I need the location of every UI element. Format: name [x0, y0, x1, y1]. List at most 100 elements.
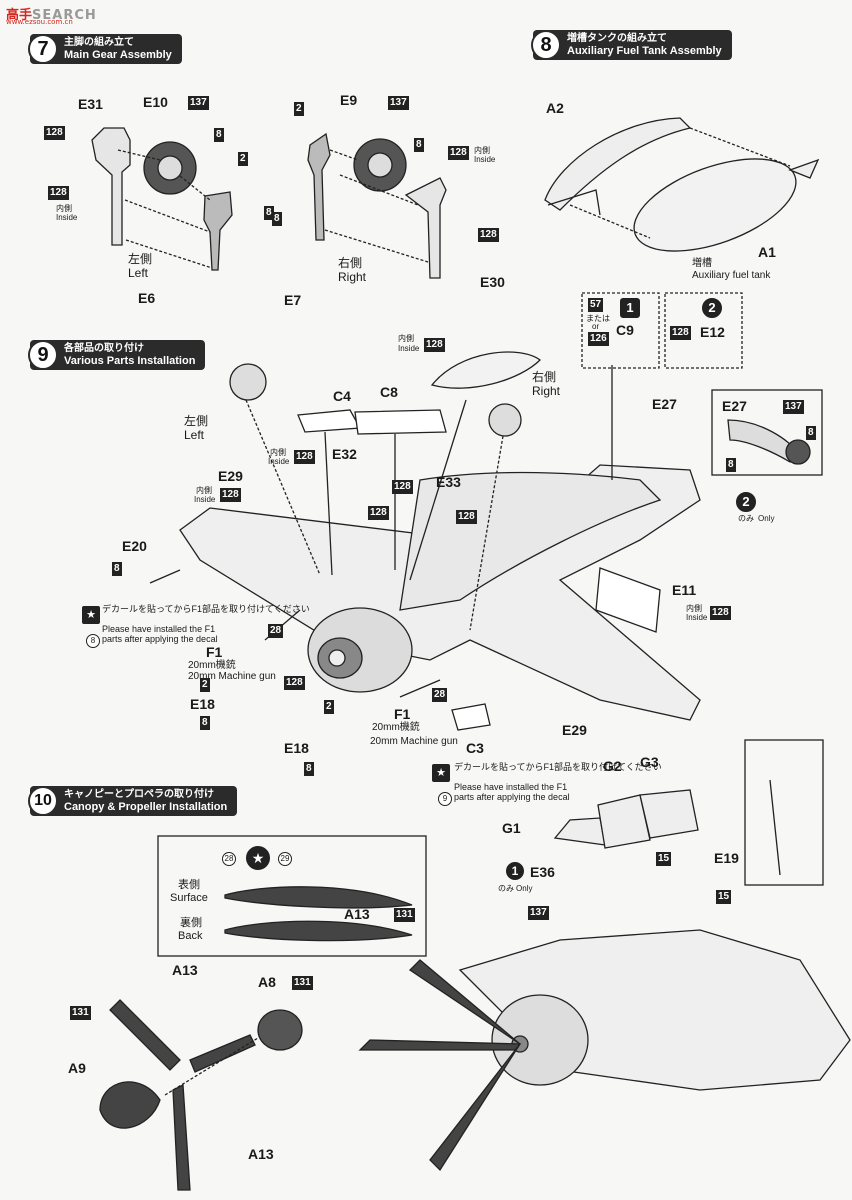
paint-code: 8 — [112, 562, 122, 576]
inside-en: Inside — [194, 495, 216, 504]
step-number: 7 — [28, 34, 58, 64]
paint-code: 28 — [432, 688, 448, 702]
paint-code: 131 — [292, 976, 313, 990]
paint-code: 2 — [324, 700, 334, 714]
part-label: A9 — [68, 1060, 86, 1076]
back-jp: 裏側 — [180, 917, 202, 929]
decal-note-en2: parts after applying the decal — [102, 634, 218, 644]
part-label: A13 — [344, 906, 370, 922]
part-label: E10 — [143, 94, 168, 110]
paint-code: 128 — [424, 338, 445, 352]
part-label: A13 — [172, 962, 198, 978]
paint-code: 137 — [783, 400, 804, 414]
part-label: A8 — [258, 974, 276, 990]
inside-en: Inside — [474, 155, 496, 164]
paint-code: 128 — [294, 450, 315, 464]
paint-code: 8 — [214, 128, 224, 142]
version-badge: 1 — [620, 298, 640, 318]
part-label: C3 — [466, 740, 484, 756]
part-label: C4 — [333, 388, 351, 404]
star-icon: ★ — [82, 606, 100, 624]
paint-code: 128 — [368, 506, 389, 520]
part-label: G1 — [502, 820, 521, 836]
only-jp: のみ — [498, 884, 514, 893]
part-label: C9 — [616, 322, 634, 338]
inside-en: Inside — [398, 344, 420, 353]
paint-code: 15 — [716, 890, 732, 904]
left-en: Left — [184, 428, 205, 442]
paint-code: 128 — [670, 326, 691, 340]
paint-code: 128 — [48, 186, 69, 200]
version-badge: 1 — [506, 862, 524, 880]
only-en: Only — [758, 514, 775, 523]
paint-code: 128 — [448, 146, 469, 160]
paint-code: 8 — [806, 426, 816, 440]
inside-jp: 内側 — [474, 146, 490, 155]
part-label: A2 — [546, 100, 564, 116]
left-en: Left — [128, 266, 149, 280]
inside-en: Inside — [686, 613, 708, 622]
part-label: A13 — [248, 1146, 274, 1162]
star-icon: ★ — [246, 846, 270, 870]
paint-code: 57 — [588, 298, 604, 312]
part-label: E20 — [122, 538, 147, 554]
right-en: Right — [532, 384, 561, 398]
paint-code: 128 — [220, 488, 241, 502]
decal-note-jp: デカールを貼ってからF1部品を取り付けてください — [454, 762, 662, 772]
step-title-en: Main Gear Assembly — [64, 49, 172, 61]
paint-code: 137 — [528, 906, 549, 920]
part-label: E9 — [340, 92, 358, 108]
part-label: F1 — [206, 644, 223, 660]
part-label: E19 — [714, 850, 739, 866]
paint-code: 128 — [44, 126, 65, 140]
step-number: 8 — [531, 30, 561, 60]
paint-code: 128 — [456, 510, 477, 524]
step-title-jp: 主脚の組み立て — [64, 37, 134, 48]
paint-code: 8 — [414, 138, 424, 152]
part-label: E6 — [138, 290, 156, 306]
paint-code: 2 — [200, 678, 210, 692]
mg-jp: 20mm機銃 — [188, 660, 236, 671]
right-en: Right — [338, 270, 367, 284]
paint-code: 128 — [392, 480, 413, 494]
decal-ref: 28 — [222, 852, 236, 866]
paint-code: 8 — [264, 206, 274, 220]
decal-note-en1: Please have installed the F1 — [102, 624, 216, 634]
step-number: 9 — [28, 340, 58, 370]
part-label: E36 — [530, 864, 555, 880]
part-label: E7 — [284, 292, 302, 308]
decal-note-en2: parts after applying the decal — [454, 792, 570, 802]
decal-ref: 29 — [278, 852, 292, 866]
paint-code: 126 — [588, 332, 609, 346]
surface-jp: 表側 — [178, 879, 200, 891]
watermark-brand-a: 高手 — [6, 8, 33, 23]
step-title-en: Auxiliary Fuel Tank Assembly — [567, 45, 722, 57]
part-label: E12 — [700, 324, 725, 340]
decal-ref: 9 — [438, 792, 452, 806]
paint-code: 131 — [70, 1006, 91, 1020]
paint-code: 2 — [294, 102, 304, 116]
part-label: E29 — [562, 722, 587, 738]
step-title-jp: 増槽タンクの組み立て — [567, 33, 667, 44]
tank-en: Auxiliary fuel tank — [692, 270, 771, 281]
tank-jp: 増槽 — [692, 258, 712, 269]
step-title-jp: 各部品の取り付け — [64, 343, 144, 354]
step-title-en: Various Parts Installation — [64, 355, 196, 367]
part-label: E18 — [284, 740, 309, 756]
paint-code: 28 — [268, 624, 284, 638]
right-jp: 右側 — [338, 256, 363, 270]
left-jp: 左側 — [184, 414, 209, 428]
watermark-url: www.ezsou.com.cn — [6, 18, 73, 26]
paint-code: 8 — [304, 762, 314, 776]
version-badge: 2 — [736, 492, 756, 512]
watermark-logo: 高手SEARCH www.ezsou.com.cn — [6, 4, 97, 26]
part-label: C8 — [380, 384, 398, 400]
part-label: E18 — [190, 696, 215, 712]
decal-note-jp: デカールを貼ってからF1部品を取り付けてください — [102, 604, 310, 614]
part-label: G3 — [640, 754, 659, 770]
step-number: 10 — [28, 786, 58, 816]
only-jp: のみ — [738, 514, 754, 523]
